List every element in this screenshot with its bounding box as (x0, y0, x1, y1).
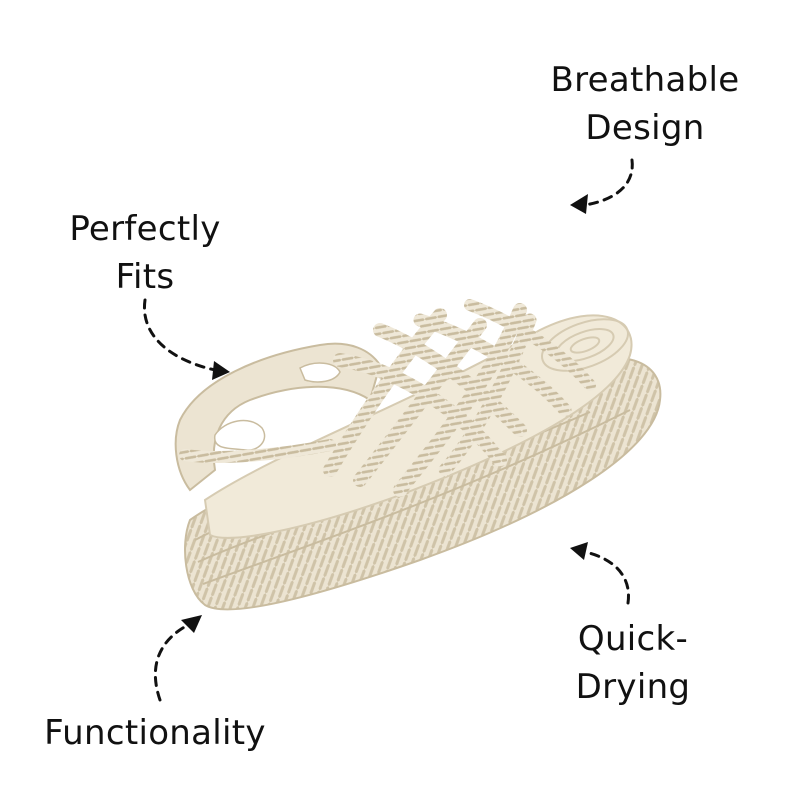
arrow-functionality (153, 623, 190, 702)
label-functionality: Functionality (20, 709, 290, 757)
arrow-breathable (583, 158, 634, 207)
label-perfectly-line1: Perfectly (69, 209, 221, 249)
arrow-perfectly-fits (142, 298, 217, 372)
label-breathable-line2: Design (585, 108, 705, 148)
label-quick-line1: Quick- (577, 619, 689, 659)
arrow-head-perfectly-fits (212, 361, 230, 380)
arrow-quick-drying (583, 550, 630, 605)
label-breathable-design: Breathable Design (530, 56, 760, 152)
label-functionality-line1: Functionality (44, 713, 266, 753)
arrow-head-breathable (570, 194, 588, 214)
label-perfectly-fits: Perfectly Fits (50, 205, 240, 301)
sandal-woven-straps (323, 299, 596, 497)
label-quick-drying: Quick- Drying (548, 615, 718, 711)
label-quick-line2: Drying (575, 667, 691, 707)
label-perfectly-line2: Fits (115, 257, 175, 297)
sandal-heel-strap (174, 342, 382, 492)
label-breathable-line1: Breathable (550, 60, 740, 100)
arrow-head-functionality (181, 615, 202, 633)
arrow-head-quick-drying (570, 542, 588, 560)
